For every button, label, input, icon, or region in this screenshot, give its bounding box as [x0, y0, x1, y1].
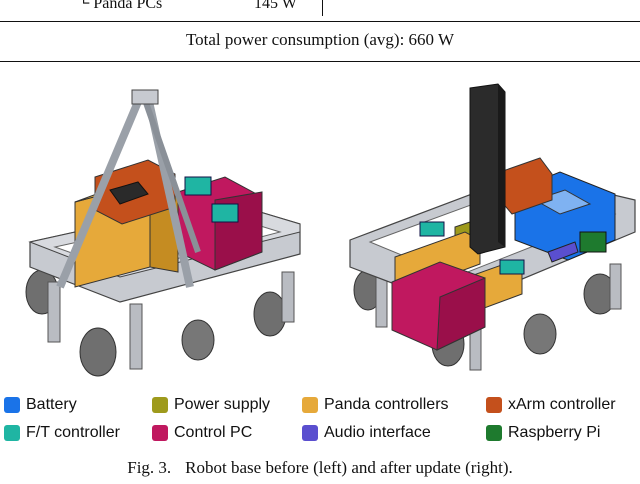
legend-swatch [4, 425, 20, 441]
legend-swatch [486, 397, 502, 413]
table-rule-top [0, 21, 640, 22]
legend-label: Raspberry Pi [508, 424, 601, 441]
robot-base-figure [25, 83, 636, 377]
legend-item-audio-interface: Audio interface [302, 422, 431, 444]
caption-text: Robot base before (left) and after updat… [185, 458, 513, 477]
legend-item-raspberry-pi: Raspberry Pi [486, 422, 600, 444]
legend-item-power-supply: Power supply [152, 394, 270, 416]
robot-before [25, 89, 301, 377]
legend-label: Battery [26, 396, 77, 413]
legend-item-control-pc: Control PC [152, 422, 252, 444]
legend-label: xArm controller [508, 396, 616, 413]
legend-swatch [302, 425, 318, 441]
legend-item-xarm-controller: xArm controller [486, 394, 616, 416]
figure-number: Fig. 3. [127, 458, 172, 477]
legend-label: Panda controllers [324, 396, 449, 413]
legend-swatch [152, 397, 168, 413]
legend-label: Audio interface [324, 424, 431, 441]
legend-swatch [302, 397, 318, 413]
legend-swatch [152, 425, 168, 441]
legend-label: Control PC [174, 424, 253, 441]
legend-item-ft-controller: F/T controller [4, 422, 120, 444]
row-label: └ Panda PCs [78, 0, 163, 12]
table-rule-bottom [0, 61, 640, 62]
legend-label: F/T controller [26, 424, 120, 441]
figure-legend: Battery Power supply Panda controllers x… [0, 392, 640, 448]
column-divider [322, 0, 323, 16]
legend-swatch [486, 425, 502, 441]
legend-label: Power supply [174, 396, 271, 413]
legend-item-panda-controllers: Panda controllers [302, 394, 449, 416]
robot-after [349, 83, 636, 371]
legend-item-battery: Battery [4, 394, 77, 416]
row-value: 145 W [254, 0, 297, 12]
legend-swatch [4, 397, 20, 413]
figure-caption: Fig. 3. Robot base before (left) and afte… [0, 458, 640, 478]
total-power: Total power consumption (avg): 660 W [185, 30, 455, 49]
